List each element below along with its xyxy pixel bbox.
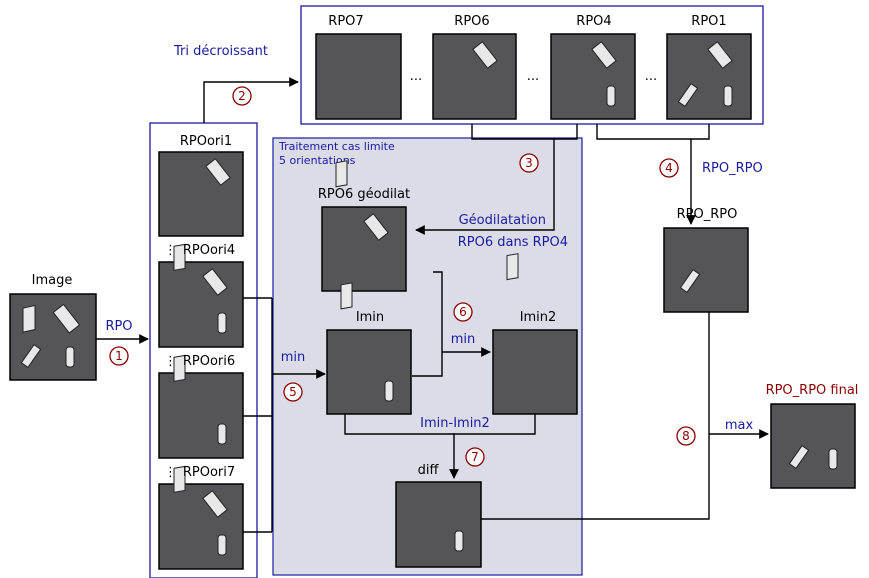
step-6: 6: [454, 303, 472, 321]
geodilatation-label: Géodilatation: [459, 213, 546, 228]
step-5: 5: [284, 383, 302, 401]
step-7: 7: [466, 448, 484, 466]
rpo7-panel: [316, 34, 401, 119]
imin-panel: [327, 330, 411, 414]
rpo4-label: RPO4: [576, 14, 611, 29]
rpo6-panel: [433, 34, 516, 119]
imin2-panel: [493, 330, 577, 414]
rpo4-panel: [551, 34, 635, 119]
ori7-object-c: [218, 535, 226, 555]
rpo-rpo-edge-label: RPO_RPO: [702, 161, 763, 176]
ori4-vdots: ⋮: [164, 243, 177, 258]
image-label: Image: [32, 273, 73, 288]
geodilat-label: RPO6 géodilat: [318, 187, 410, 202]
rpo4-object-c: [607, 86, 615, 106]
rpo7-label: RPO7: [328, 14, 363, 29]
ori7-label: RPOori7: [183, 465, 235, 480]
imin2-object: [507, 254, 518, 280]
arrow-sort: [204, 82, 298, 123]
ori7-panel: [159, 484, 243, 569]
step-2: 2: [233, 87, 251, 105]
rpo4-link: [597, 124, 691, 139]
geodilat-panel: [322, 207, 406, 291]
ori6-object-b: [218, 424, 226, 444]
diff-panel: [396, 482, 481, 567]
rpo-rpo-label: RPO_RPO: [677, 207, 738, 222]
input-image-panel: [10, 294, 96, 380]
rpo-rpo-panel: [664, 228, 748, 312]
step-4: 4: [660, 159, 678, 177]
rpo6-label: RPO6: [454, 14, 489, 29]
svg-text:3: 3: [525, 156, 533, 170]
ori1-label: RPOori1: [180, 134, 232, 149]
ori6-vdots: ⋮: [164, 354, 177, 369]
ellipsis-2: ...: [527, 69, 539, 84]
imin-object-a: [341, 283, 352, 309]
rpo1-panel: [667, 34, 751, 119]
box-title-line1: Traitement cas limite: [278, 140, 395, 153]
step-3: 3: [520, 154, 538, 172]
ori1-panel: [159, 152, 243, 236]
svg-text:4: 4: [665, 161, 673, 175]
ellipsis-1: ...: [410, 69, 422, 84]
final-label: RPO_RPO final: [766, 383, 859, 398]
ori6-label: RPOori6: [183, 354, 235, 369]
diff-object: [455, 531, 463, 551]
imin-label: Imin: [356, 310, 384, 325]
ori6-panel: [159, 373, 243, 458]
min-mid-label: min: [451, 332, 476, 347]
sort-label: Tri décroissant: [173, 44, 268, 59]
max-label: max: [725, 418, 754, 433]
ori4-panel: [159, 262, 243, 347]
ori4-object-c: [218, 313, 226, 333]
svg-text:7: 7: [471, 450, 479, 464]
step-8: 8: [677, 427, 695, 445]
svg-text:5: 5: [289, 385, 297, 399]
imin2-label: Imin2: [520, 310, 557, 325]
min-left-label: min: [281, 350, 306, 365]
rpo-arrow-label: RPO: [105, 319, 132, 334]
diff-label: diff: [418, 463, 440, 478]
imin-object-b: [385, 381, 393, 401]
rpo1-object-d: [724, 86, 732, 106]
svg-text:1: 1: [115, 349, 123, 363]
rpo6-in-rpo4-label: RPO6 dans RPO4: [458, 235, 568, 250]
ori7-vdots: ⋮: [164, 465, 177, 480]
rpo1-label: RPO1: [691, 14, 726, 29]
geodilat-object-a: [336, 161, 347, 187]
imin-diff-label: Imin-Imin2: [420, 416, 490, 431]
step-1: 1: [110, 347, 128, 365]
ori4-label: RPOori4: [183, 243, 235, 258]
final-object-b: [829, 449, 837, 469]
final-panel: [771, 404, 855, 488]
svg-text:2: 2: [238, 89, 246, 103]
rpo6-link: [472, 124, 554, 139]
svg-text:6: 6: [459, 305, 467, 319]
svg-text:8: 8: [682, 429, 690, 443]
ellipsis-3: ...: [645, 69, 657, 84]
